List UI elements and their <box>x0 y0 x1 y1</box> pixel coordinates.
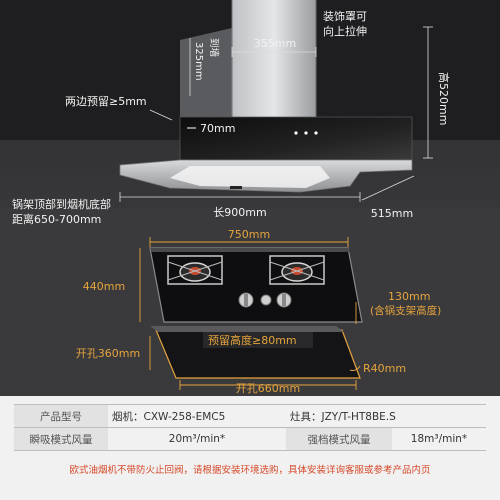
reserve-height-label: 预留高度≥80mm <box>208 333 297 347</box>
table-cell: 产品型号 <box>14 404 108 428</box>
cutout-depth-dimension: 开孔360mm <box>76 336 151 370</box>
to-wall-value: 325mm <box>193 42 204 81</box>
chimney-width-dimension: 355mm <box>231 37 317 57</box>
hob-depth-dimension: 440mm <box>83 248 141 322</box>
footnote: 欧式油烟机不带防火止回阀，请根据安装环境选购，具体安装详询客服或参考产品内页 <box>69 465 431 476</box>
cutout-width-label: 开孔660mm <box>236 382 300 395</box>
hob-height-value: 130mm <box>388 290 430 303</box>
hob-height-note-text: (含锅支架高度) <box>370 304 441 317</box>
to-wall-label: 到墙 <box>208 38 220 58</box>
panel-width-label: 70mm <box>200 122 235 135</box>
table-cell: 灶具：JZY/T-HT8BE.S <box>286 404 486 428</box>
length-label: 长900mm <box>213 206 266 219</box>
right-burner <box>269 255 325 285</box>
spec-table: 产品型号 烟机：CXW-258-EMC5 灶具：JZY/T-HT8BE.S 瞬吸… <box>14 404 486 451</box>
table-cell: 18m³/min* <box>392 427 486 451</box>
side-reserve-note: 两边预留≥5mm <box>65 95 173 121</box>
hob-width-dimension: 750mm <box>149 228 349 247</box>
control-knobs <box>238 292 292 308</box>
table-cell: 瞬吸模式风量 <box>14 427 108 451</box>
chimney-width-label: 355mm <box>254 37 296 50</box>
hob-depth-label: 440mm <box>83 280 125 293</box>
to-wall-dimension: 到墙 325mm <box>189 38 220 96</box>
clearance-line2: 距离650-700mm <box>12 212 101 226</box>
table-row: 产品型号 烟机：CXW-258-EMC5 灶具：JZY/T-HT8BE.S <box>14 404 486 428</box>
height-dimension: 高520mm <box>423 26 451 159</box>
radius-label: R40mm <box>363 362 406 375</box>
hob-width-label: 750mm <box>228 228 270 241</box>
hob-height-note: 130mm (含锅支架高度) <box>355 290 441 324</box>
table-cell: 强档模式风量 <box>286 427 392 451</box>
length-dimension: 长900mm <box>119 192 361 219</box>
reserve-height-note: 预留高度≥80mm <box>203 332 313 348</box>
panel-width-dimension: 70mm <box>187 122 235 135</box>
left-burner <box>167 255 223 285</box>
table-row: 瞬吸模式风量 20m³/min* 强档模式风量 18m³/min* <box>14 427 486 451</box>
range-hood <box>119 116 413 193</box>
diagram-canvas: 355mm 到墙 325mm 装饰罩可 向上拉伸 高520mm 两边预留≥5mm <box>0 0 500 396</box>
cutout-width-dimension: 开孔660mm <box>179 380 357 395</box>
height-label: 高520mm <box>437 72 451 125</box>
chimney <box>180 0 317 120</box>
radius-note: R40mm <box>349 362 406 375</box>
depth-label: 515mm <box>371 207 413 220</box>
spec-table-panel: 产品型号 烟机：CXW-258-EMC5 灶具：JZY/T-HT8BE.S 瞬吸… <box>0 396 500 500</box>
depth-dimension: 515mm <box>361 175 415 220</box>
clearance-note: 锅架顶部到烟机底部 距离650-700mm <box>12 197 111 226</box>
side-reserve-label: 两边预留≥5mm <box>65 95 147 108</box>
clearance-line1: 锅架顶部到烟机底部 <box>12 197 111 211</box>
decor-note-line2: 向上拉伸 <box>323 24 367 38</box>
table-cell: 烟机：CXW-258-EMC5 <box>108 404 286 428</box>
decor-note-line1: 装饰罩可 <box>323 9 367 23</box>
gas-hob <box>149 247 363 323</box>
table-cell: 20m³/min* <box>108 427 286 451</box>
cutout-depth-label: 开孔360mm <box>76 347 140 360</box>
